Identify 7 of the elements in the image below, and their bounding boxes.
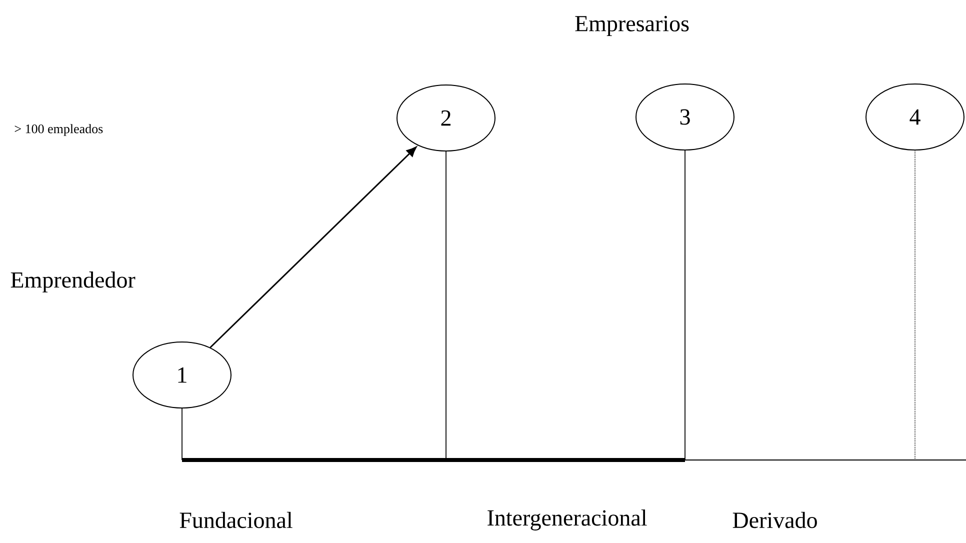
label: Fundacional (180, 512, 292, 528)
arrow (210, 146, 416, 348)
title: Empresarios (575, 16, 689, 36)
label: Emprendedor (10, 272, 136, 292)
label: > 100 empleados (14, 124, 103, 136)
label: Intergeneracional (488, 510, 647, 530)
label: Derivado (732, 512, 817, 528)
